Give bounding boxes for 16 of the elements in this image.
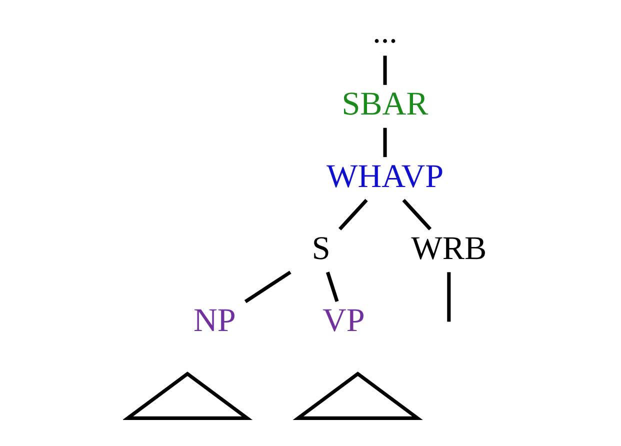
connector	[383, 56, 387, 85]
node-text: NP	[194, 302, 236, 340]
node-text: WHAVP	[326, 158, 444, 195]
connector	[244, 270, 292, 304]
node-text: WRB	[411, 230, 487, 267]
connector	[447, 272, 451, 322]
node-text: SBAR	[342, 86, 428, 123]
node-triangle	[123, 372, 253, 420]
node-text: VP	[322, 302, 365, 340]
connector	[402, 198, 432, 230]
connector	[383, 128, 387, 158]
node-text: ...	[372, 13, 398, 50]
connector	[326, 272, 339, 302]
node-text: S	[312, 230, 330, 267]
connector	[338, 198, 368, 230]
node-triangle	[292, 372, 423, 420]
